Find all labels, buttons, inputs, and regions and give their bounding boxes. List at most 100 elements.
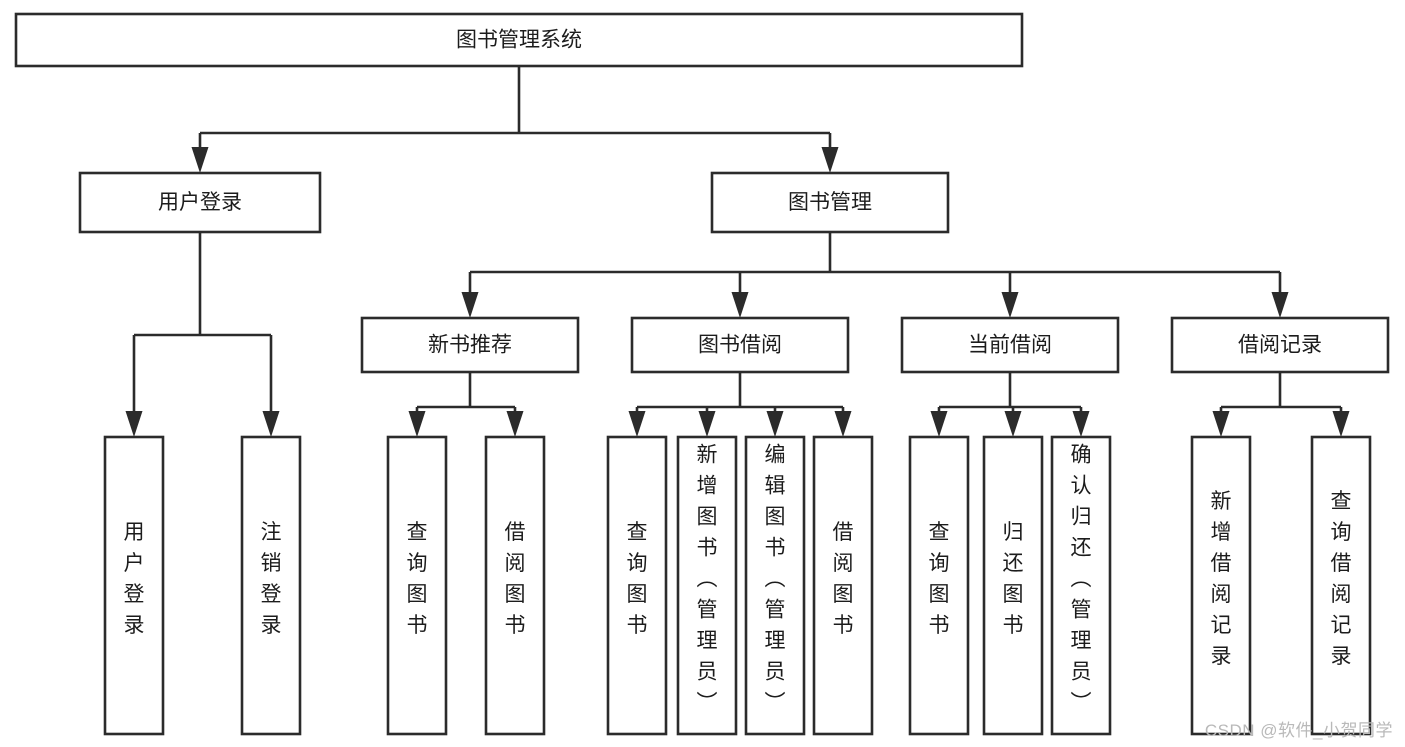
arrow-head-icon: [1332, 411, 1350, 437]
node-leaf-add-record[interactable]: 新增借阅记录: [1190, 435, 1252, 736]
node-box[interactable]: [103, 435, 165, 736]
node-label: 查询图书: [627, 521, 648, 637]
node-box[interactable]: [1310, 435, 1372, 736]
node-leaf-query-record[interactable]: 查询借阅记录: [1310, 435, 1372, 736]
node-label-char: 登: [261, 583, 282, 606]
node-user-login[interactable]: 用户登录: [78, 171, 322, 234]
node-label: 图书管理系统: [456, 29, 582, 52]
node-box[interactable]: [812, 435, 874, 736]
node-label-char: 辑: [765, 475, 786, 498]
arrow-head-icon: [1271, 292, 1289, 318]
arrow-head-icon: [125, 411, 143, 437]
edge-group-root-to-level1: [191, 66, 839, 173]
node-label-char: 图: [929, 583, 950, 606]
node-label-char: 询: [1331, 521, 1352, 544]
node-leaf-return-book[interactable]: 归还图书: [982, 435, 1044, 736]
node-label: 确认归还︵管理员︶: [1071, 444, 1092, 715]
node-box[interactable]: [630, 316, 850, 374]
node-box[interactable]: [1170, 316, 1390, 374]
node-label: 当前借阅: [968, 334, 1052, 357]
node-label-char: 还: [1003, 552, 1024, 575]
node-label-char: 借: [1211, 552, 1232, 575]
node-leaf-borrow-book[interactable]: 借阅图书: [812, 435, 874, 736]
node-label-char: 图: [505, 583, 526, 606]
node-label: 用户登录: [124, 521, 145, 637]
node-root[interactable]: 图书管理系统: [14, 12, 1024, 68]
node-label-char: 销: [261, 552, 282, 575]
node-label-char: 记: [1211, 614, 1232, 637]
node-label-char: 查: [1331, 490, 1352, 513]
node-leaf-query-book-cur[interactable]: 查询图书: [908, 435, 970, 736]
node-label-char: 增: [697, 475, 718, 498]
nodes-layer: 图书管理系统用户登录图书管理新书推荐图书借阅当前借阅借阅记录用户登录注销登录查询…: [14, 12, 1390, 736]
arrow-head-icon: [1212, 411, 1230, 437]
node-leaf-add-book[interactable]: 新增图书︵管理员︶: [676, 435, 738, 736]
node-label-char: 理: [765, 630, 786, 653]
node-label: 新增借阅记录: [1211, 490, 1232, 668]
node-box[interactable]: [982, 435, 1044, 736]
node-box[interactable]: [908, 435, 970, 736]
node-leaf-query-book[interactable]: 查询图书: [606, 435, 668, 736]
node-label-char: 询: [929, 552, 950, 575]
node-label-char: 理: [697, 630, 718, 653]
node-label-char: 书: [505, 614, 526, 637]
node-new-book-rec[interactable]: 新书推荐: [360, 316, 580, 374]
node-label-char: 管: [765, 599, 786, 622]
arrow-head-icon: [1004, 411, 1022, 437]
node-box[interactable]: [78, 171, 322, 234]
node-label-char: ︵: [765, 568, 786, 591]
node-label-char: 询: [407, 552, 428, 575]
node-label-char: 员: [1071, 661, 1092, 684]
node-box[interactable]: [900, 316, 1120, 374]
arrow-head-icon: [821, 147, 839, 173]
node-box[interactable]: [484, 435, 546, 736]
arrow-head-icon: [506, 411, 524, 437]
node-label: 借阅记录: [1238, 334, 1322, 357]
node-box[interactable]: [360, 316, 580, 374]
node-label-char: 户: [124, 552, 145, 575]
node-label-char: 阅: [1211, 583, 1232, 606]
node-label-char: 录: [261, 614, 282, 637]
edge-group-new-book-rec-to-leaves: [408, 372, 524, 437]
node-label-char: 理: [1071, 630, 1092, 653]
node-leaf-borrow-book-rec[interactable]: 借阅图书: [484, 435, 546, 736]
arrow-head-icon: [191, 147, 209, 173]
node-leaf-user-login[interactable]: 用户登录: [103, 435, 165, 736]
node-label-char: 借: [1331, 552, 1352, 575]
node-leaf-confirm-return[interactable]: 确认归还︵管理员︶: [1050, 435, 1112, 736]
node-book-borrow[interactable]: 图书借阅: [630, 316, 850, 374]
node-label-char: 录: [1331, 645, 1352, 668]
node-box[interactable]: [606, 435, 668, 736]
node-current-borrow[interactable]: 当前借阅: [900, 316, 1120, 374]
node-label-char: 归: [1071, 506, 1092, 529]
node-label-char: 阅: [505, 552, 526, 575]
node-label-char: 管: [697, 599, 718, 622]
node-leaf-edit-book[interactable]: 编辑图书︵管理员︶: [744, 435, 806, 736]
node-label-char: 用: [124, 521, 145, 544]
node-label: 注销登录: [261, 521, 282, 637]
edges-layer: [125, 66, 1350, 437]
node-label-char: 登: [124, 583, 145, 606]
node-box[interactable]: [1050, 435, 1112, 736]
node-label-char: 确: [1071, 444, 1092, 467]
edge-group-user-login-to-leaves: [125, 232, 280, 437]
node-leaf-user-logout[interactable]: 注销登录: [240, 435, 302, 736]
node-box[interactable]: [1190, 435, 1252, 736]
node-box[interactable]: [744, 435, 806, 736]
node-book-manage[interactable]: 图书管理: [710, 171, 950, 234]
node-label-char: 员: [765, 661, 786, 684]
node-leaf-query-book-rec[interactable]: 查询图书: [386, 435, 448, 736]
node-borrow-record[interactable]: 借阅记录: [1170, 316, 1390, 374]
node-label-char: 图: [765, 506, 786, 529]
node-box[interactable]: [386, 435, 448, 736]
node-box[interactable]: [14, 12, 1024, 68]
node-box[interactable]: [240, 435, 302, 736]
node-label-char: 注: [261, 521, 282, 544]
node-box[interactable]: [710, 171, 950, 234]
node-label-char: 书: [697, 537, 718, 560]
node-box[interactable]: [676, 435, 738, 736]
node-label-char: 图: [697, 506, 718, 529]
node-label-char: ︶: [1071, 692, 1092, 715]
node-label-char: 录: [1211, 645, 1232, 668]
